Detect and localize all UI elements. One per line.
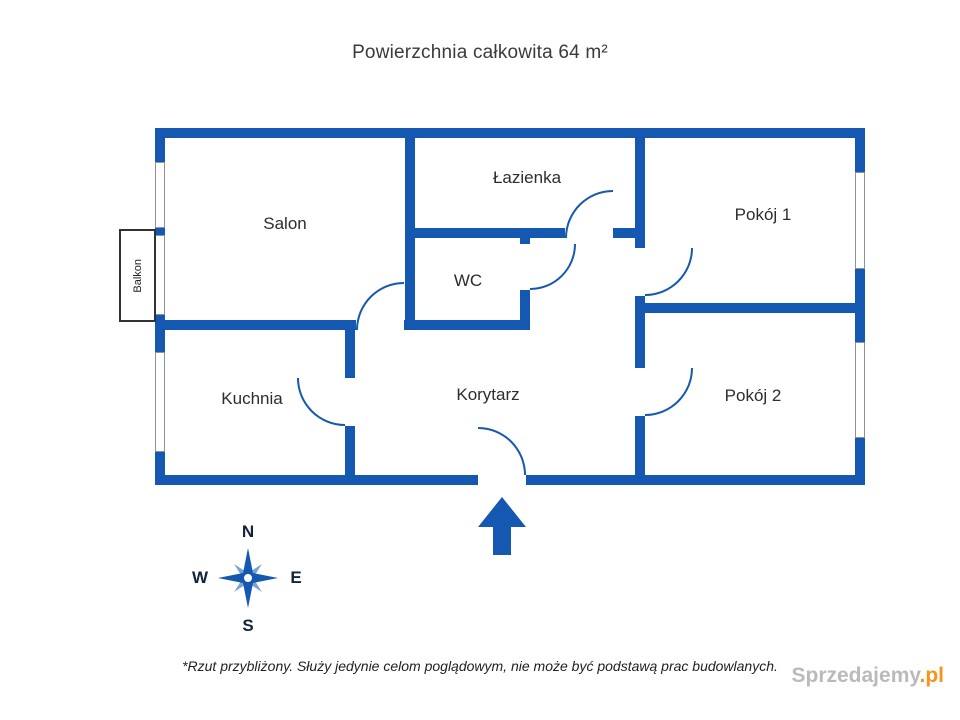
entrance-arrow-icon xyxy=(478,497,526,555)
door-arc-room2 xyxy=(645,368,693,416)
wall-top xyxy=(155,128,865,138)
wall-kitchen-right-b xyxy=(345,426,355,485)
compass-w: W xyxy=(191,568,209,587)
door-arc-bathroom xyxy=(565,190,613,238)
wall-bottom-right xyxy=(526,475,865,485)
watermark: Sprzedajemy.pl xyxy=(791,664,944,688)
wall-wc-right-b xyxy=(520,290,530,330)
wall-salon-bottom-a xyxy=(155,320,356,330)
room-label-corridor: Korytarz xyxy=(456,385,520,404)
door-arc-wc xyxy=(530,244,576,290)
wall-main-divider-b xyxy=(635,296,645,368)
page-title: Powierzchnia całkowita 64 m² xyxy=(352,42,608,63)
disclaimer-note: *Rzut przybliżony. Służy jedynie celom p… xyxy=(182,658,778,674)
door-arc-entrance xyxy=(478,427,526,475)
room-label-salon: Salon xyxy=(263,214,307,233)
balcony-label: Balkon xyxy=(131,258,144,293)
watermark-brand: Sprzedajemy xyxy=(791,664,920,687)
wall-rooms-divider xyxy=(640,303,865,313)
compass-star-icon xyxy=(218,548,278,608)
balcony-door-window xyxy=(155,235,165,315)
wall-salon-bottom-b xyxy=(404,320,530,330)
room-label-wc: WC xyxy=(453,271,483,290)
door-arc-room1 xyxy=(645,248,693,296)
watermark-tld: pl xyxy=(925,664,944,687)
wall-main-divider-a xyxy=(635,128,645,248)
compass-e: E xyxy=(290,568,302,587)
wall-main-divider-c xyxy=(635,416,645,485)
balcony-box: Balkon xyxy=(119,229,156,322)
window-room1 xyxy=(855,172,865,269)
compass-n: N xyxy=(241,522,255,541)
watermark-dot: . xyxy=(919,664,926,687)
window-kitchen xyxy=(155,352,165,452)
wall-wc-right-a xyxy=(520,238,530,244)
compass-rose-icon: N E S W xyxy=(190,520,306,636)
room-label-room1: Pokój 1 xyxy=(734,205,792,224)
compass-s: S xyxy=(242,616,254,635)
room-label-bathroom: Łazienka xyxy=(492,168,562,187)
room-label-room2: Pokój 2 xyxy=(724,386,782,405)
wall-bathroom-bottom-a xyxy=(405,228,565,238)
window-salon xyxy=(155,162,165,228)
door-arc-kitchen xyxy=(297,378,345,426)
window-room2 xyxy=(855,342,865,438)
door-arc-salon xyxy=(356,282,404,330)
wall-kitchen-right-a xyxy=(345,330,355,378)
room-label-kitchen: Kuchnia xyxy=(221,389,283,408)
wall-bathroom-bottom-b xyxy=(613,228,645,238)
wall-bottom-left xyxy=(155,475,478,485)
